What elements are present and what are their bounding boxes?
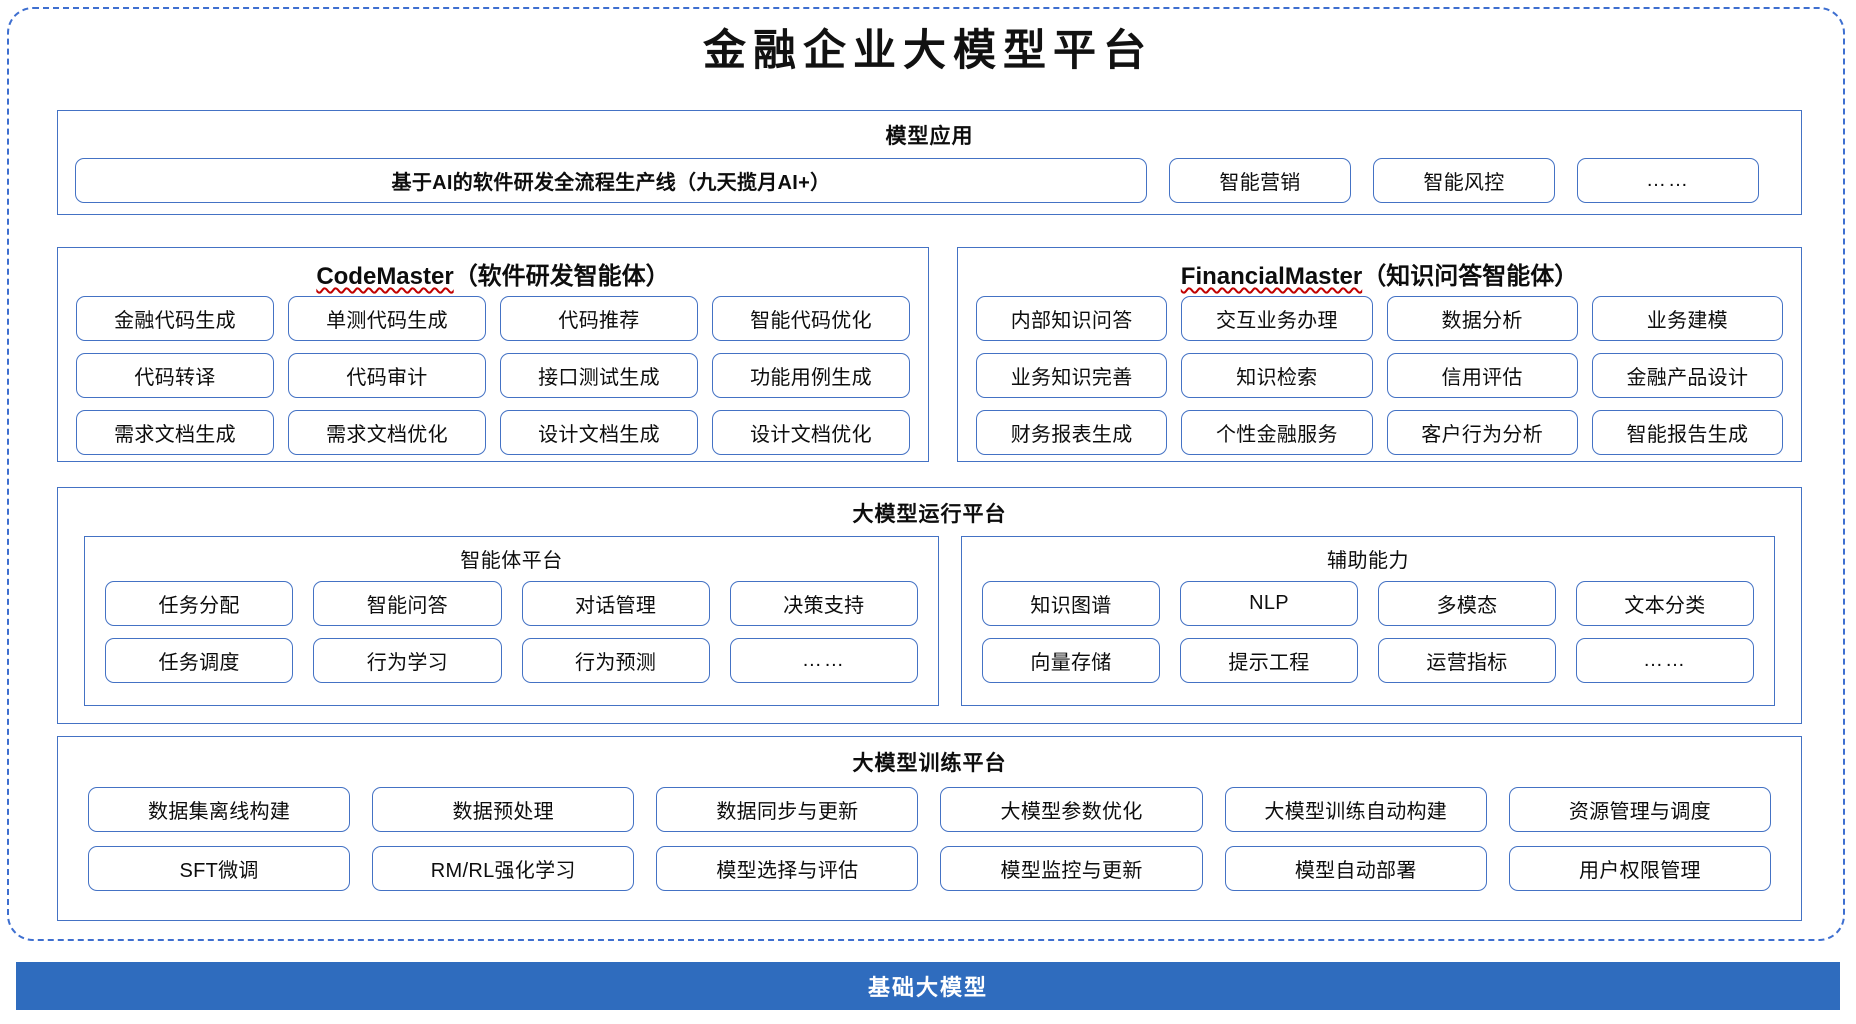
- codemaster-name-en: CodeMaster: [316, 263, 454, 290]
- aux-capability-pill-0[interactable]: 知识图谱: [982, 581, 1160, 626]
- subsection-title-agent-platform: 智能体平台: [460, 550, 563, 572]
- agent-platform-pill-3[interactable]: 决策支持: [729, 581, 918, 626]
- training-pill-4[interactable]: 大模型训练自动构建: [1224, 787, 1487, 832]
- codemaster-pill-3[interactable]: 智能代码优化: [712, 296, 910, 341]
- section-financialmaster: FinancialMaster（知识问答智能体） 内部知识问答 交互业务办理 数…: [957, 247, 1802, 462]
- section-title-codemaster: CodeMaster（软件研发智能体）: [58, 256, 928, 291]
- agent-platform-pill-0[interactable]: 任务分配: [105, 581, 294, 626]
- financialmaster-pill-11[interactable]: 智能报告生成: [1591, 410, 1783, 455]
- training-pill-11[interactable]: 用户权限管理: [1508, 846, 1771, 891]
- foundation-model-label: 基础大模型: [867, 975, 988, 1000]
- financialmaster-pill-6[interactable]: 信用评估: [1386, 353, 1578, 398]
- aux-capability-pill-5[interactable]: 提示工程: [1180, 638, 1358, 683]
- codemaster-pill-7[interactable]: 功能用例生成: [712, 353, 910, 398]
- training-pill-1[interactable]: 数据预处理: [372, 787, 635, 832]
- codemaster-pill-1[interactable]: 单测代码生成: [288, 296, 486, 341]
- aux-capability-pill-more[interactable]: ……: [1576, 638, 1754, 683]
- subsection-aux-capability: 辅助能力 知识图谱 NLP 多模态 文本分类 向量存储 提示工程 运营指标 ……: [961, 536, 1775, 706]
- financialmaster-pill-5[interactable]: 知识检索: [1181, 353, 1373, 398]
- section-model-application: 模型应用 基于AI的软件研发全流程生产线（九天揽月AI+） 智能营销 智能风控 …: [57, 110, 1802, 215]
- section-title-run-platform: 大模型运行平台: [852, 503, 1007, 526]
- training-pill-2[interactable]: 数据同步与更新: [656, 787, 919, 832]
- agent-platform-pill-more[interactable]: ……: [729, 638, 918, 683]
- financialmaster-pill-4[interactable]: 业务知识完善: [976, 353, 1168, 398]
- training-platform-grid: 数据集离线构建 数据预处理 数据同步与更新 大模型参数优化 大模型训练自动构建 …: [88, 787, 1771, 891]
- training-pill-3[interactable]: 大模型参数优化: [940, 787, 1203, 832]
- section-title-training-platform: 大模型训练平台: [852, 752, 1007, 775]
- subsection-title-aux-capability: 辅助能力: [1327, 550, 1409, 572]
- app-pill-smart-marketing[interactable]: 智能营销: [1169, 158, 1351, 203]
- financialmaster-pill-9[interactable]: 个性金融服务: [1181, 410, 1373, 455]
- aux-capability-pill-1[interactable]: NLP: [1180, 581, 1358, 626]
- training-pill-0[interactable]: 数据集离线构建: [88, 787, 351, 832]
- financialmaster-name-en: FinancialMaster: [1180, 263, 1363, 290]
- aux-capability-pill-3[interactable]: 文本分类: [1576, 581, 1754, 626]
- subsection-agent-platform: 智能体平台 任务分配 智能问答 对话管理 决策支持 任务调度 行为学习 行为预测…: [84, 536, 939, 706]
- page-title: 金融企业大模型平台: [703, 28, 1153, 75]
- aux-capability-pill-2[interactable]: 多模态: [1378, 581, 1556, 626]
- training-pill-9[interactable]: 模型监控与更新: [940, 846, 1203, 891]
- codemaster-pill-5[interactable]: 代码审计: [288, 353, 486, 398]
- training-pill-10[interactable]: 模型自动部署: [1224, 846, 1487, 891]
- codemaster-capability-grid: 金融代码生成 单测代码生成 代码推荐 智能代码优化 代码转译 代码审计 接口测试…: [76, 296, 910, 455]
- agent-platform-pill-2[interactable]: 对话管理: [521, 581, 710, 626]
- training-pill-6[interactable]: SFT微调: [88, 846, 351, 891]
- codemaster-name-cn: （软件研发智能体）: [453, 263, 670, 290]
- foundation-model-bar: 基础大模型: [16, 962, 1840, 1010]
- codemaster-pill-8[interactable]: 需求文档生成: [76, 410, 274, 455]
- agent-platform-pill-5[interactable]: 行为学习: [313, 638, 502, 683]
- section-training-platform: 大模型训练平台 数据集离线构建 数据预处理 数据同步与更新 大模型参数优化 大模…: [57, 736, 1802, 921]
- section-run-platform: 大模型运行平台 智能体平台 任务分配 智能问答 对话管理 决策支持 任务调度 行…: [57, 487, 1802, 724]
- financialmaster-name-cn: （知识问答智能体）: [1362, 263, 1579, 290]
- financialmaster-capability-grid: 内部知识问答 交互业务办理 数据分析 业务建模 业务知识完善 知识检索 信用评估…: [976, 296, 1783, 455]
- financialmaster-pill-7[interactable]: 金融产品设计: [1591, 353, 1783, 398]
- training-pill-5[interactable]: 资源管理与调度: [1508, 787, 1771, 832]
- model-application-items: 基于AI的软件研发全流程生产线（九天揽月AI+） 智能营销 智能风控 ……: [75, 158, 1784, 203]
- codemaster-pill-9[interactable]: 需求文档优化: [288, 410, 486, 455]
- codemaster-pill-4[interactable]: 代码转译: [76, 353, 274, 398]
- financialmaster-pill-2[interactable]: 数据分析: [1386, 296, 1578, 341]
- agent-platform-pill-6[interactable]: 行为预测: [521, 638, 710, 683]
- financialmaster-pill-3[interactable]: 业务建模: [1591, 296, 1783, 341]
- aux-capability-grid: 知识图谱 NLP 多模态 文本分类 向量存储 提示工程 运营指标 ……: [982, 581, 1754, 683]
- codemaster-pill-0[interactable]: 金融代码生成: [76, 296, 274, 341]
- aux-capability-pill-4[interactable]: 向量存储: [982, 638, 1160, 683]
- agent-platform-pill-4[interactable]: 任务调度: [105, 638, 294, 683]
- training-pill-7[interactable]: RM/RL强化学习: [372, 846, 635, 891]
- outer-dashed-frame: [7, 7, 1845, 941]
- financialmaster-pill-10[interactable]: 客户行为分析: [1386, 410, 1578, 455]
- codemaster-pill-10[interactable]: 设计文档生成: [500, 410, 698, 455]
- agent-platform-grid: 任务分配 智能问答 对话管理 决策支持 任务调度 行为学习 行为预测 ……: [105, 581, 918, 683]
- financialmaster-pill-8[interactable]: 财务报表生成: [976, 410, 1168, 455]
- section-title-model-application: 模型应用: [885, 125, 974, 148]
- financialmaster-pill-1[interactable]: 交互业务办理: [1181, 296, 1373, 341]
- training-pill-8[interactable]: 模型选择与评估: [656, 846, 919, 891]
- app-pill-ai-pipeline[interactable]: 基于AI的软件研发全流程生产线（九天揽月AI+）: [75, 158, 1147, 203]
- app-pill-more[interactable]: ……: [1577, 158, 1759, 203]
- section-title-financialmaster: FinancialMaster（知识问答智能体）: [958, 256, 1801, 291]
- codemaster-pill-2[interactable]: 代码推荐: [500, 296, 698, 341]
- app-pill-smart-risk-control[interactable]: 智能风控: [1373, 158, 1555, 203]
- codemaster-pill-6[interactable]: 接口测试生成: [500, 353, 698, 398]
- section-codemaster: CodeMaster（软件研发智能体） 金融代码生成 单测代码生成 代码推荐 智…: [57, 247, 929, 462]
- financialmaster-pill-0[interactable]: 内部知识问答: [976, 296, 1168, 341]
- agent-platform-pill-1[interactable]: 智能问答: [313, 581, 502, 626]
- aux-capability-pill-6[interactable]: 运营指标: [1378, 638, 1556, 683]
- codemaster-pill-11[interactable]: 设计文档优化: [712, 410, 910, 455]
